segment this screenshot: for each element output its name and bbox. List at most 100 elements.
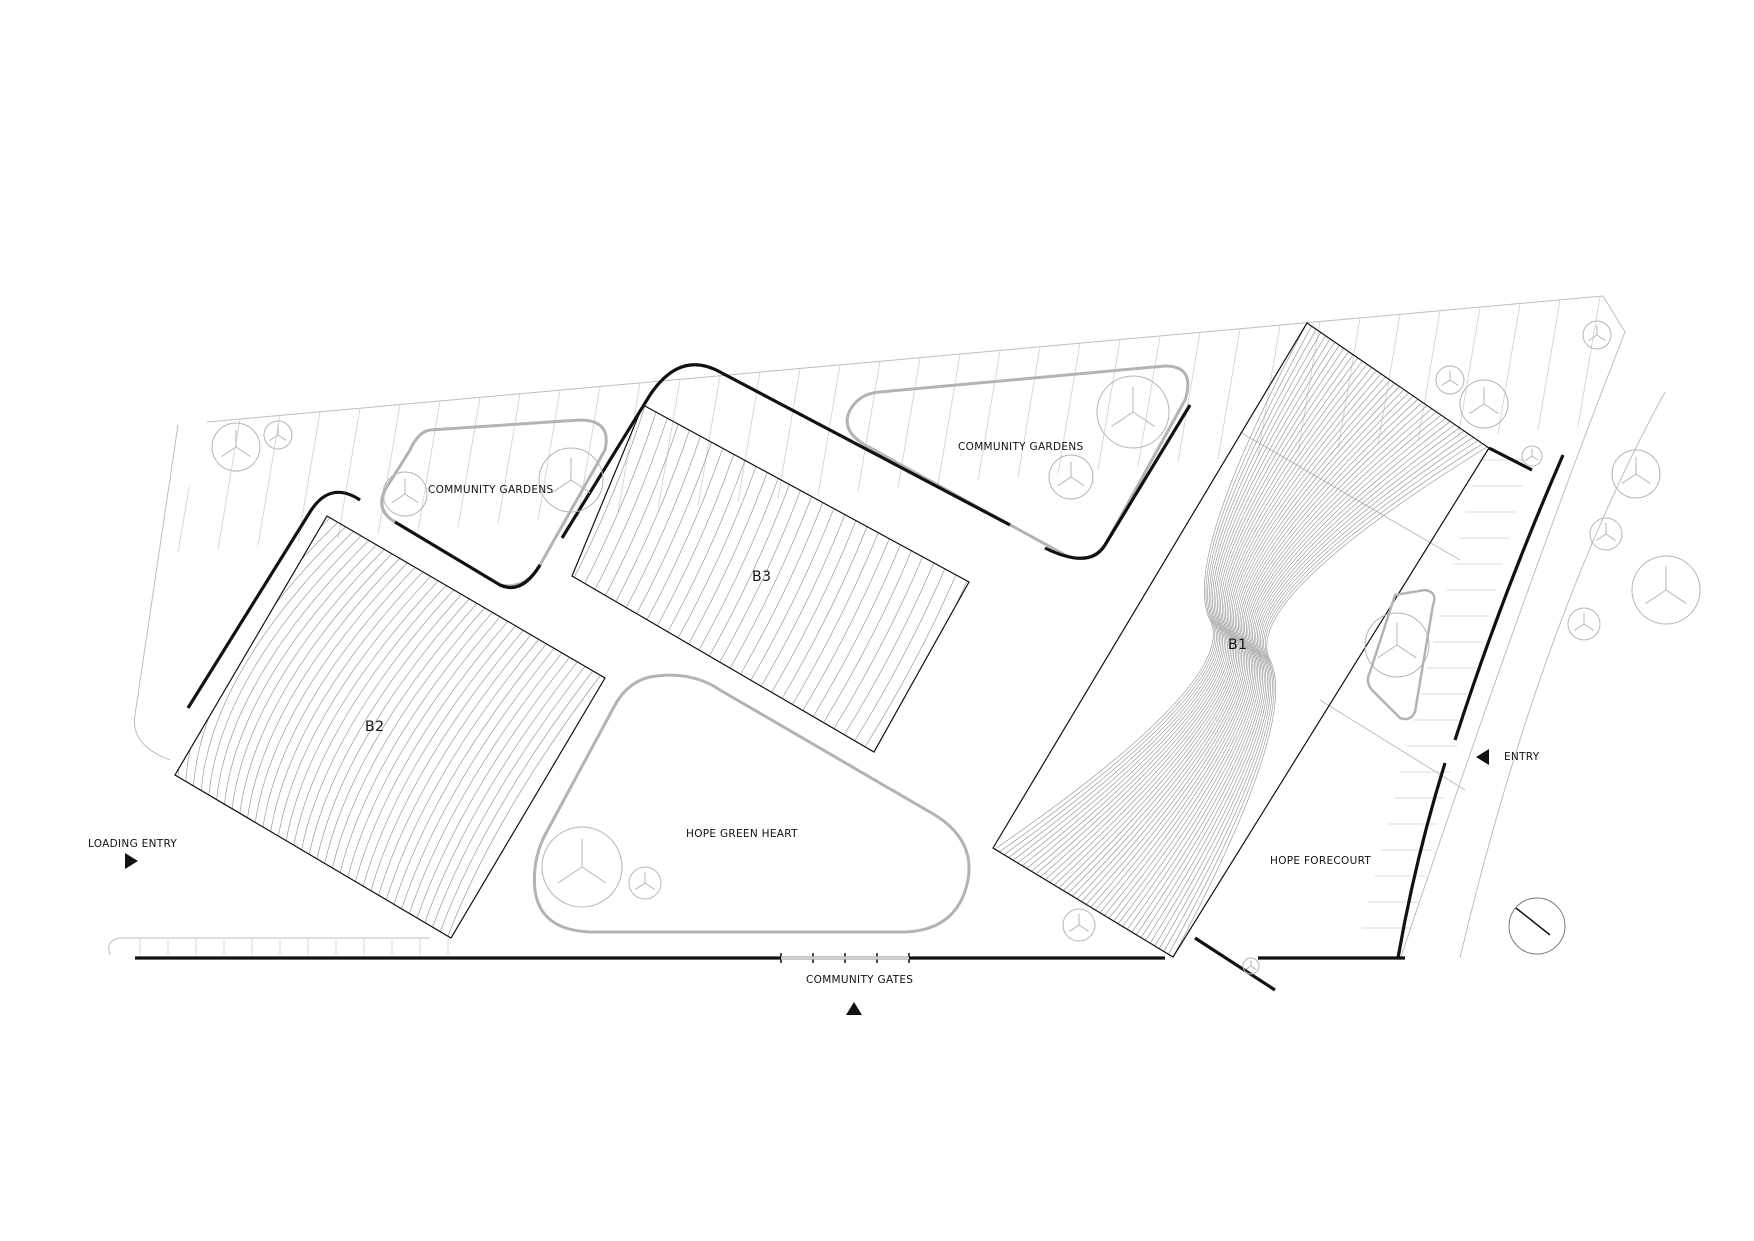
contour-line (262, 567, 416, 828)
contour-line (1086, 386, 1400, 905)
contour-line (216, 540, 369, 801)
contour-line (378, 635, 531, 896)
contour-line (223, 544, 377, 806)
parking-stripe (1337, 318, 1361, 449)
contour-line (625, 436, 701, 609)
north-arrow-icon (1508, 897, 1566, 955)
parking-stripe (297, 411, 321, 542)
tree (538, 447, 604, 513)
contour-line (1099, 395, 1414, 913)
parking-stripe (217, 418, 241, 550)
parking-stripe (1417, 310, 1441, 442)
contour-line (193, 526, 346, 788)
contour-line (1095, 392, 1409, 911)
contour-line (573, 405, 646, 579)
tree (1631, 555, 1701, 625)
building-b3-label: B3 (752, 569, 772, 585)
tree (1062, 908, 1096, 942)
contour-line (247, 558, 400, 819)
contour-line (1072, 376, 1386, 897)
parking-stripe (657, 379, 681, 510)
contour-line (781, 526, 868, 699)
tree (1364, 612, 1430, 678)
contour-line (1026, 345, 1340, 869)
contour-line (424, 662, 578, 923)
tree (1582, 320, 1612, 350)
contour-line (308, 594, 462, 855)
contour-line (1054, 364, 1368, 886)
parking-stripe (1017, 346, 1041, 478)
tree (1048, 454, 1094, 500)
contour-line (834, 556, 923, 729)
parking-stripe (1457, 307, 1481, 438)
contour-line (1163, 440, 1478, 952)
hope-green-heart-label: HOPE GREEN HEART (686, 828, 798, 840)
contour-line (301, 589, 454, 851)
parking-stripe (1137, 336, 1161, 467)
garden-west-outline (380, 418, 608, 588)
contour-line (385, 639, 539, 900)
site-walls (135, 363, 1565, 992)
contour-line (1013, 335, 1326, 861)
parking-stripe (177, 422, 201, 553)
parking-stripe (777, 368, 801, 499)
contour-line (293, 585, 446, 846)
contour-line (594, 417, 668, 591)
wall-east-north (1453, 454, 1565, 741)
wall-b1-top (1488, 446, 1533, 472)
contour-line (1108, 402, 1423, 919)
contour-line (698, 478, 779, 651)
parking-stripe (617, 382, 641, 514)
contour-line (729, 496, 812, 669)
contour-line (584, 411, 657, 585)
contour-line (792, 532, 879, 705)
building-b1 (992, 322, 1490, 958)
tree (1567, 607, 1601, 641)
parking-stripe (1217, 328, 1241, 460)
contour-line (1122, 411, 1437, 927)
contour-line (1117, 408, 1432, 924)
contour-line (1154, 433, 1469, 947)
parking-stripe (1577, 296, 1601, 427)
contour-line (1076, 379, 1391, 900)
contour-line (1172, 446, 1488, 957)
contour-line (1113, 405, 1428, 922)
parking-stripe (417, 400, 441, 532)
contour-line (1131, 418, 1446, 933)
contour-line (1136, 421, 1451, 936)
contour-line (688, 472, 768, 645)
parking-stripe (457, 397, 481, 528)
contour-line (802, 538, 890, 711)
contour-line (999, 326, 1312, 853)
contour-line (316, 599, 470, 860)
contour-line (813, 544, 901, 717)
trees (211, 320, 1701, 975)
contour-line (823, 550, 912, 723)
contour-line (239, 553, 392, 815)
parking-stripes (139, 296, 1601, 955)
building-b2-label: B2 (365, 719, 385, 735)
contour-line (667, 460, 746, 633)
contour-line (270, 571, 423, 833)
contour-line (1081, 383, 1395, 902)
tree (628, 866, 662, 900)
tree (541, 826, 623, 908)
loading-entry-label: LOADING ENTRY (88, 838, 178, 850)
parking-stripe (1177, 332, 1201, 463)
wall-east-garden (1044, 404, 1192, 560)
parking-stripe (737, 372, 761, 503)
parking-stripe (977, 350, 1001, 481)
contour-line (231, 549, 385, 810)
green-heart-outline (533, 673, 971, 934)
contour-line (432, 666, 585, 928)
wall-b1-tail (1194, 936, 1276, 992)
contour-line (1159, 437, 1474, 949)
tree (211, 422, 261, 472)
contour-line (636, 442, 712, 615)
contour-line (719, 490, 801, 663)
tree (1242, 957, 1260, 975)
wall-west-garden (394, 520, 542, 590)
contour-line (646, 448, 724, 621)
contour-line (362, 626, 516, 887)
